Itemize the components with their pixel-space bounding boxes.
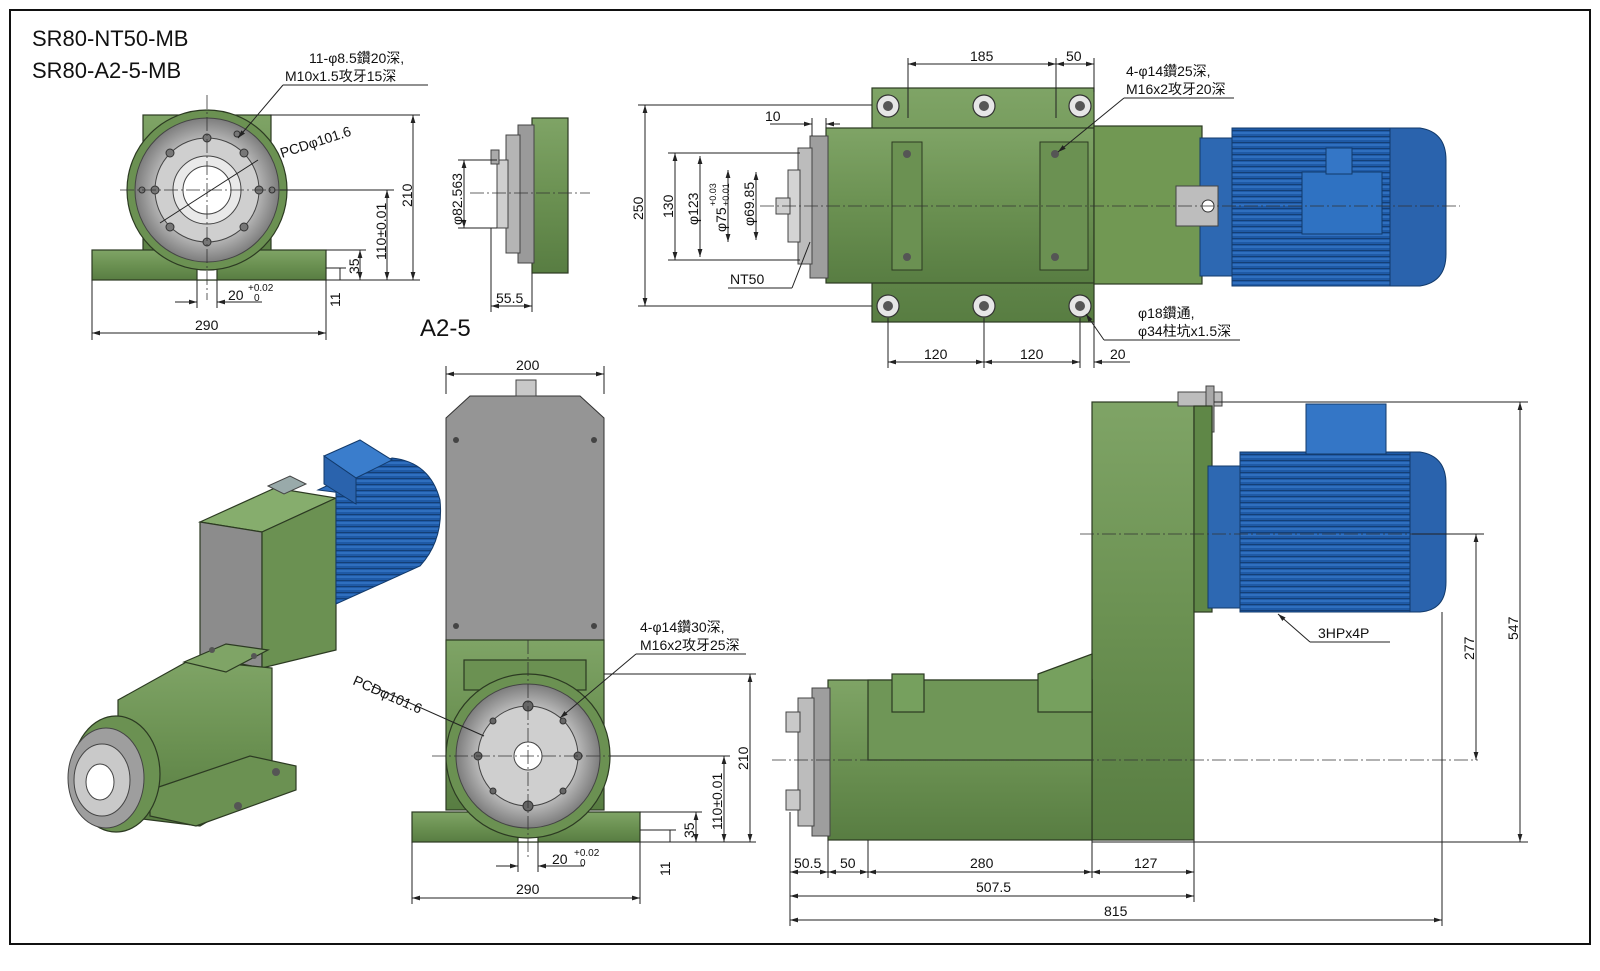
sheet-border xyxy=(9,9,1591,945)
height-dim: 210 xyxy=(399,183,415,207)
dim-5075: 507.5 xyxy=(976,879,1011,895)
terminal-box-side xyxy=(1305,403,1387,455)
bottom-hole-note-2: M16x2攻牙25深 xyxy=(640,637,740,653)
motor-flange-side xyxy=(1207,465,1243,609)
dim-815: 815 xyxy=(1104,903,1128,919)
slot-tol-lower-bottom: 0 xyxy=(580,858,586,869)
dim-75-tol-lower: +0.01 xyxy=(721,183,731,206)
slot-tol-lower: 0 xyxy=(254,293,260,304)
dim-50-side: 50 xyxy=(840,855,856,871)
height-dim-bottom: 210 xyxy=(735,746,751,770)
dim-123: φ123 xyxy=(685,192,701,225)
mount-note-1: φ18鑽通, xyxy=(1138,305,1195,321)
top-hole-note-2: M16x2攻牙20深 xyxy=(1126,81,1226,97)
bottom-hole-note-1: 4-φ14鑽30深, xyxy=(640,619,725,635)
width-top-dim: 200 xyxy=(516,357,540,373)
width-dim-bottom: 290 xyxy=(516,881,540,897)
terminal-box xyxy=(1301,171,1383,235)
front-view-top: PCDφ101.6 11-φ8.5鑽20深, M10x1.5攻牙15深 210 … xyxy=(91,50,428,340)
dim-250: 250 xyxy=(630,196,646,220)
a25-label: A2-5 xyxy=(420,315,471,342)
nose-ring-1 xyxy=(809,135,829,279)
pcd-label: PCDφ101.6 xyxy=(278,123,353,161)
motor-body-side xyxy=(1239,451,1413,613)
dim-130: 130 xyxy=(660,194,676,218)
front-view-bottom: PCDφ101.6 200 4-φ14鑽30深, M16x2攻牙25深 210 … xyxy=(351,357,756,904)
dim-6985: φ69.85 xyxy=(741,182,757,226)
pitch-1: 120 xyxy=(924,346,948,362)
gear-housing-upright xyxy=(1091,401,1195,841)
dim-505: 50.5 xyxy=(794,855,821,871)
nose-label: NT50 xyxy=(730,271,764,287)
pitch-2: 120 xyxy=(1020,346,1044,362)
edge-dim: 20 xyxy=(1110,346,1126,362)
base-height-dim-bottom: 35 xyxy=(681,822,697,838)
dim-75-tol-upper: +0.03 xyxy=(708,183,718,206)
mount-note-2: φ34柱坑x1.5深 xyxy=(1138,323,1231,339)
a25-length-dim: 55.5 xyxy=(496,290,523,306)
pcd-label-bottom: PCDφ101.6 xyxy=(351,672,425,717)
a25-diameter-dim: φ82.563 xyxy=(449,173,465,225)
slot-width-dim-bottom: 20 xyxy=(552,851,568,867)
dim-127: 127 xyxy=(1134,855,1158,871)
width-dim: 290 xyxy=(195,317,219,333)
slot-depth-dim: 11 xyxy=(327,292,343,307)
dim-277: 277 xyxy=(1461,636,1477,660)
motor-label: 3HPx4P xyxy=(1318,625,1369,641)
top-view: 185 50 10 250 130 φ123 φ75 +0.03 +0.01 φ… xyxy=(630,48,1460,368)
slot-tol-upper-bottom: +0.02 xyxy=(574,848,600,859)
center-height-dim: 110±0.01 xyxy=(373,203,389,260)
isometric-view xyxy=(67,439,442,833)
mount-holes xyxy=(876,94,1092,318)
a25-side-view: φ82.563 55.5 A2-5 xyxy=(420,117,590,342)
slot-width-dim: 20 xyxy=(228,287,244,303)
dim-75: φ75 xyxy=(713,207,729,232)
slot-depth-dim-bottom: 11 xyxy=(657,861,673,876)
dim-547: 547 xyxy=(1505,616,1521,640)
model-title-2: SR80-A2-5-MB xyxy=(32,58,181,83)
model-title-1: SR80-NT50-MB xyxy=(32,26,188,51)
center-height-dim-bottom: 110±0.01 xyxy=(709,773,725,830)
slot-tol-upper: +0.02 xyxy=(248,283,274,294)
dim-280: 280 xyxy=(970,855,994,871)
side-view: 3HPx4P 277 547 50.5 50 280 127 507.5 815 xyxy=(772,385,1528,926)
dim-185: 185 xyxy=(970,48,994,64)
base-height-dim: 35 xyxy=(346,258,362,274)
dim-10: 10 xyxy=(765,108,781,124)
dim-50-top: 50 xyxy=(1066,48,1082,64)
cover-plate xyxy=(445,395,605,641)
hole-note-line2: M10x1.5攻牙15深 xyxy=(285,68,396,84)
hole-note-line1: 11-φ8.5鑽20深, xyxy=(309,50,404,66)
motor-end-cap xyxy=(1389,127,1447,287)
top-hole-note-1: 4-φ14鑽25深, xyxy=(1126,63,1211,79)
